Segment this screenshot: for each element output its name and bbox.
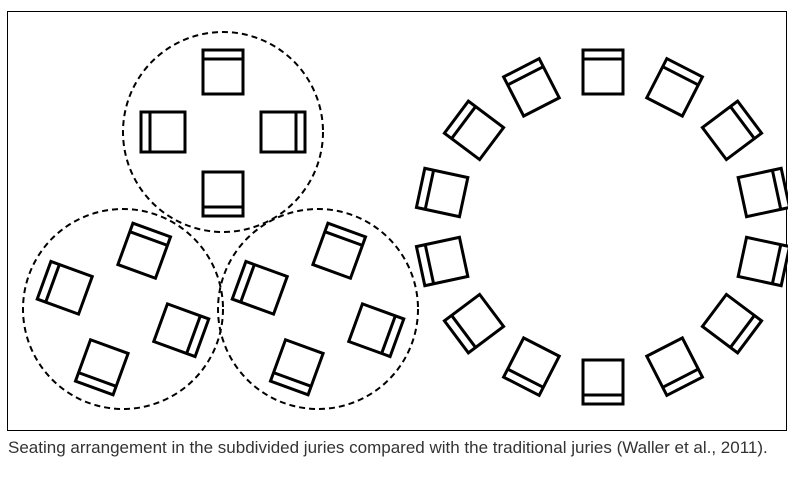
chair-seat	[736, 166, 788, 219]
chair-seat	[346, 301, 406, 359]
chair-seat	[201, 170, 245, 218]
chair	[259, 110, 307, 154]
chair-back	[729, 314, 756, 349]
chair-back	[770, 244, 783, 285]
chair-seat	[73, 337, 131, 397]
chair-back	[729, 105, 756, 140]
chair-seat	[259, 110, 307, 154]
chair-back	[129, 230, 168, 247]
chair	[736, 166, 788, 219]
chair-back	[78, 371, 117, 388]
chair	[151, 301, 211, 359]
subdivided-jury-boundary	[217, 208, 419, 410]
chair	[201, 170, 245, 218]
chair	[644, 56, 705, 119]
chair	[346, 301, 406, 359]
chair-back	[662, 367, 700, 389]
chair-back	[44, 264, 61, 303]
chair-back	[770, 169, 783, 210]
chair-seat	[414, 166, 470, 219]
chair-seat	[414, 235, 470, 288]
chair-seat	[310, 221, 368, 281]
chair	[581, 358, 625, 406]
chair-seat	[581, 48, 625, 96]
chair-seat	[700, 99, 764, 162]
chair-back	[380, 315, 397, 354]
chair-seat	[501, 335, 562, 398]
chair-back	[239, 264, 256, 303]
chair	[115, 221, 173, 281]
chair-back	[324, 230, 363, 247]
chair	[501, 335, 562, 398]
chair-back	[423, 244, 436, 285]
seating-diagram	[22, 31, 788, 410]
subdivided-jury-boundary	[22, 208, 224, 410]
figure-caption: Seating arrangement in the subdivided ju…	[8, 438, 768, 457]
chair	[414, 166, 470, 219]
chair-seat	[442, 292, 506, 355]
chair-seat	[151, 301, 211, 359]
subdivided-jury-boundary	[122, 31, 324, 233]
chair	[310, 221, 368, 281]
chair-seat	[115, 221, 173, 281]
chair-seat	[736, 235, 788, 288]
chair-back	[662, 65, 700, 87]
chair-back	[506, 367, 544, 389]
figure-frame	[7, 11, 788, 431]
chair-seat	[644, 335, 705, 398]
chair	[414, 235, 470, 288]
chair-seat	[501, 56, 562, 119]
chair	[201, 48, 245, 96]
chair-back	[185, 315, 202, 354]
chair-back	[423, 169, 436, 210]
chair-seat	[35, 259, 95, 317]
chair	[442, 99, 506, 162]
chair	[139, 110, 187, 154]
chair-seat	[700, 292, 764, 355]
chair	[442, 292, 506, 355]
chair-seat	[201, 48, 245, 96]
chair	[644, 335, 705, 398]
chair-back	[450, 105, 477, 140]
chair	[268, 337, 326, 397]
chair-seat	[644, 56, 705, 119]
chair-seat	[268, 337, 326, 397]
chair	[700, 292, 764, 355]
chair	[581, 48, 625, 96]
chair	[35, 259, 95, 317]
chair-seat	[442, 99, 506, 162]
chair	[73, 337, 131, 397]
chair-seat	[581, 358, 625, 406]
chair-back	[506, 65, 544, 87]
chair-seat	[139, 110, 187, 154]
chair	[501, 56, 562, 119]
chair	[230, 259, 290, 317]
chair	[700, 99, 764, 162]
chair-back	[450, 314, 477, 349]
chair-seat	[230, 259, 290, 317]
chair	[736, 235, 788, 288]
chair-back	[273, 371, 312, 388]
